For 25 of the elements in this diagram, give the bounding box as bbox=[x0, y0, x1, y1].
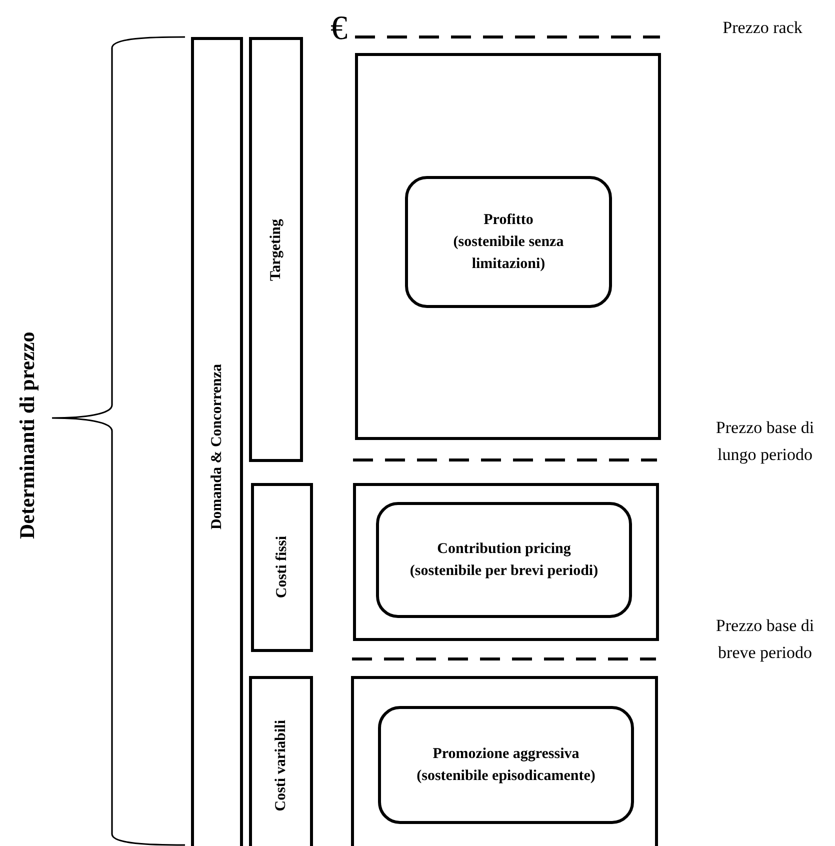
price-band-box bbox=[353, 483, 659, 641]
column-box bbox=[191, 37, 243, 846]
box-note: (sostenibile episodicamente) bbox=[416, 767, 596, 786]
axis-title: Determinanti di prezzo bbox=[14, 330, 40, 541]
currency-symbol: € bbox=[330, 12, 348, 46]
column-box bbox=[251, 483, 313, 652]
box-note: (sostenibile senza limitazioni) bbox=[452, 233, 565, 274]
strategy-box bbox=[378, 706, 634, 824]
box-note: (sostenibile per brevi periodi) bbox=[410, 562, 598, 581]
strategy-box bbox=[405, 176, 612, 308]
vertical-label: Domanda & Concorrenza bbox=[208, 364, 226, 530]
box-heading: Profitto bbox=[484, 211, 534, 230]
column-box bbox=[249, 676, 313, 846]
vertical-label: Costi variabili bbox=[272, 720, 290, 812]
vertical-label: Costi fissi bbox=[274, 536, 290, 599]
price-band-box bbox=[355, 53, 661, 440]
price-level-label: Prezzo rack bbox=[722, 17, 804, 39]
box-heading: Promozione aggressiva bbox=[432, 745, 580, 764]
vertical-label: Targeting bbox=[268, 218, 284, 280]
column-box bbox=[249, 37, 303, 462]
strategy-box bbox=[376, 502, 632, 618]
price-level-label: Prezzo base di breve periodo bbox=[714, 615, 816, 664]
price-band-box bbox=[351, 676, 658, 846]
box-heading: Contribution pricing bbox=[437, 540, 571, 559]
price-level-label: Prezzo base di lungo periodo bbox=[714, 417, 816, 466]
